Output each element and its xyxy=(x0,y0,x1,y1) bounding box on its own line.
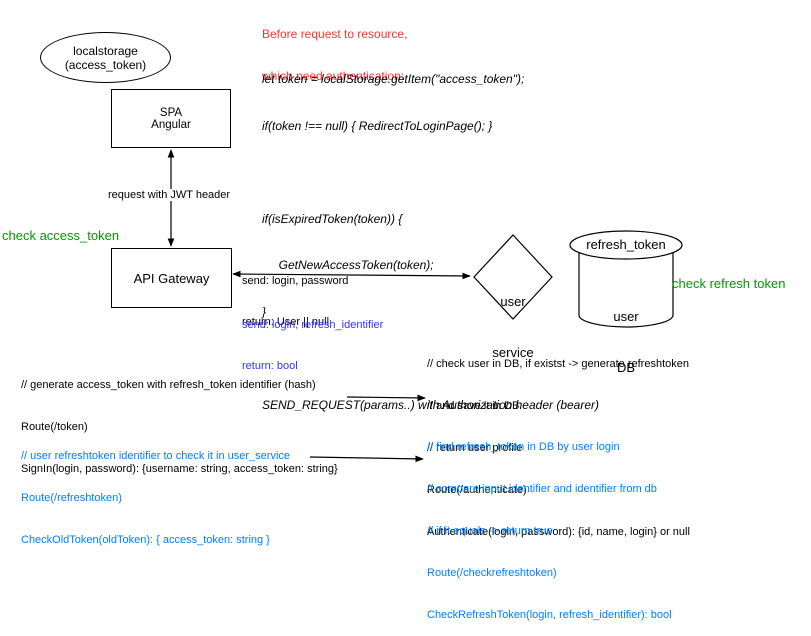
check-access-token-label: check access_token xyxy=(2,228,120,243)
code-line: if(isExpiredToken(token)) { xyxy=(262,211,403,226)
edge-label-line: send: login, refresh_identifier xyxy=(242,319,384,331)
top-note-code: let token = localStorage.getItem("access… xyxy=(262,41,599,429)
code-line: } xyxy=(262,304,267,319)
localstorage-label: localstorage xyxy=(73,43,138,58)
spa-node: SPA Angular xyxy=(111,89,231,148)
api-gateway-node: API Gateway xyxy=(111,248,232,308)
checkrefresh-line: // find refresh_token in DB by user logi… xyxy=(427,441,620,453)
edge-label-line: return: User || null xyxy=(242,315,330,328)
code-line: SEND_REQUEST(params..) with Authorizatio… xyxy=(262,397,600,412)
edge-label-login: send: login, password return: User || nu… xyxy=(242,248,348,343)
user-db-top-label: refresh_token xyxy=(586,237,666,252)
user-db-label: user DB xyxy=(579,274,673,393)
refresh-line: Route(/refreshtoken) xyxy=(21,492,122,504)
top-note-header-line: Before request to resource, xyxy=(262,27,408,41)
checkrefresh-line: // compare input identifier and identifi… xyxy=(427,483,657,495)
user-service-diamond xyxy=(473,234,553,320)
top-note-header-line: which need authentication: xyxy=(262,69,405,83)
connectors xyxy=(167,149,683,463)
refresh-line: // user refreshtoken identifier to check… xyxy=(21,450,291,462)
code-line xyxy=(262,165,599,181)
refresh-line: CheckOldToken(oldToken): { access_token:… xyxy=(21,534,270,546)
user-service-line1: user xyxy=(500,294,526,309)
user-db-cylinder xyxy=(578,248,674,328)
user-service-line2: service xyxy=(492,345,534,360)
auth-line: // return user profile xyxy=(427,442,523,454)
api-gateway-label: API Gateway xyxy=(133,270,210,286)
checkrefresh-line: // if it equals -> return true xyxy=(427,525,553,537)
check-refresh-token-label: check refresh token xyxy=(672,276,786,291)
signin-line: // generate access_token with refresh_to… xyxy=(21,379,316,391)
checkrefresh-line: Route(/checkrefreshtoken) xyxy=(427,567,557,579)
auth-line: // check user in DB, if existst -> gener… xyxy=(427,358,689,370)
edge-gateway-userservice xyxy=(232,270,471,280)
user-db-line1: user xyxy=(613,309,639,324)
edge-label-line: return: bool xyxy=(242,359,298,372)
refresh-block: // user refreshtoken identifier to check… xyxy=(21,421,290,561)
signin-block: // generate access_token with refresh_to… xyxy=(21,350,338,490)
signin-line: SignIn(login, password): {username: stri… xyxy=(21,463,338,475)
localstorage-node: localstorage (access_token) xyxy=(40,32,171,83)
edge-signin-authenticate xyxy=(346,394,426,402)
edge-label-line: send: login, password xyxy=(242,275,349,287)
checkrefresh-block: // find refresh_token in DB by user logi… xyxy=(427,412,672,636)
code-line: if(token !== null) { RedirectToLoginPage… xyxy=(262,118,493,133)
user-service-label: user service xyxy=(474,259,552,378)
user-db-line2: DB xyxy=(616,360,636,375)
spa-sublabel: Angular xyxy=(151,118,191,131)
spa-label: SPA xyxy=(159,106,183,119)
edge-refresh-checkrefresh xyxy=(309,455,424,463)
edge-label-jwt: request with JWT header xyxy=(107,189,232,201)
edge-label-refresh: send: login, refresh_identifier return: … xyxy=(242,292,383,387)
code-line: GetNewAccessToken(token); xyxy=(262,258,434,272)
code-line: let token = localStorage.getItem("access… xyxy=(262,72,525,86)
auth-line: // and save it in DB xyxy=(427,400,520,412)
user-db-top xyxy=(569,230,683,260)
top-note-header: Before request to resource, which need a… xyxy=(262,0,407,97)
checkrefresh-line: CheckRefreshToken(login, refresh_identif… xyxy=(427,609,672,621)
signin-line: Route(/token) xyxy=(21,421,88,433)
localstorage-sublabel: (access_token) xyxy=(64,57,147,72)
